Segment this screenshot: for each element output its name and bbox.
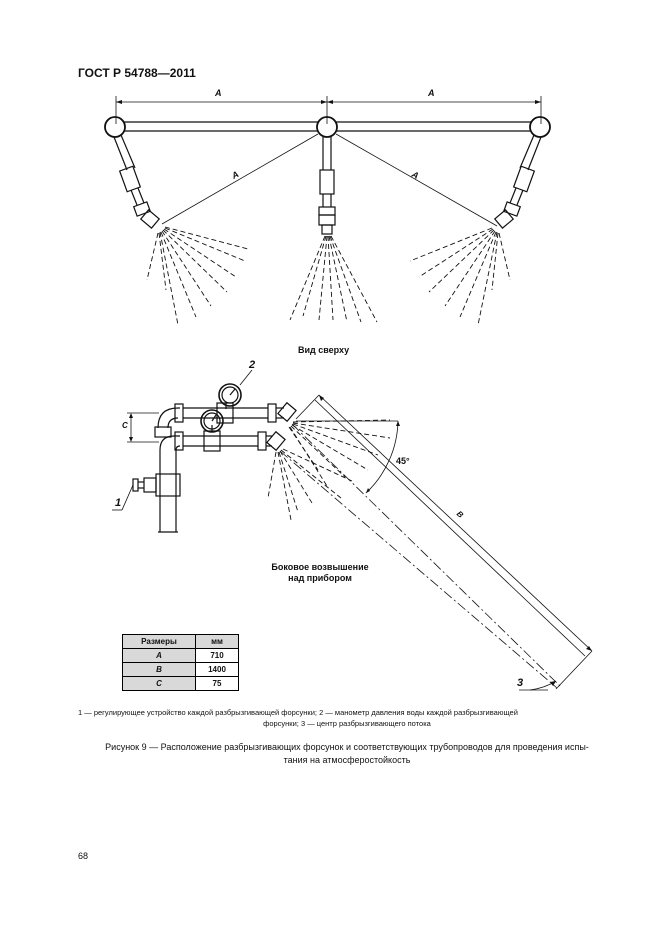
page-number: 68 [78,851,89,861]
table-cell-name: A [122,648,196,663]
side-view [112,369,593,691]
callout-1: 1 [115,497,122,509]
figure-caption: Рисунок 9 — Расположение разбрызгивающих… [78,741,616,767]
table-cell-name: B [122,662,196,677]
table-cell-value: 710 [195,648,239,663]
side-view-caption: Боковое возвышение над прибором [255,562,385,584]
legend-line1: 1 — регулирующее устройство каждой разбр… [78,708,518,717]
document-header: ГОСТ Р 54788—2011 [78,66,196,80]
dim-label-c: C [122,421,128,430]
side-view-caption-line1: Боковое возвышение [271,562,369,572]
table-header-name: Размеры [122,634,196,649]
dimensions-table: Размеры мм A 710 B 1400 C 75 [122,634,239,691]
dim-label-a-right: A [428,88,435,98]
top-view-caption: Вид сверху [298,345,350,355]
table-row: C 75 [122,676,239,691]
legend-line2: форсунки; 3 — центр разбрызгивающего пот… [263,719,431,728]
side-view-caption-line2: над прибором [288,573,352,583]
dim-label-a-left: A [215,88,222,98]
angle-label: 45° [396,456,410,466]
figure-legend: 1 — регулирующее устройство каждой разбр… [78,707,616,729]
table-cell-name: C [122,676,196,691]
top-view [104,96,551,326]
table-cell-value: 1400 [195,662,239,677]
table-row: A 710 [122,648,239,663]
table-header-row: Размеры мм [122,634,239,649]
table-row: B 1400 [122,662,239,677]
callout-2: 2 [249,359,256,371]
figure-caption-line2: тания на атмосферостойкость [283,755,411,765]
table-header-unit: мм [195,634,239,649]
table-cell-value: 75 [195,676,239,691]
figure-caption-line1: Рисунок 9 — Расположение разбрызгивающих… [105,742,589,752]
callout-3: 3 [517,677,524,689]
